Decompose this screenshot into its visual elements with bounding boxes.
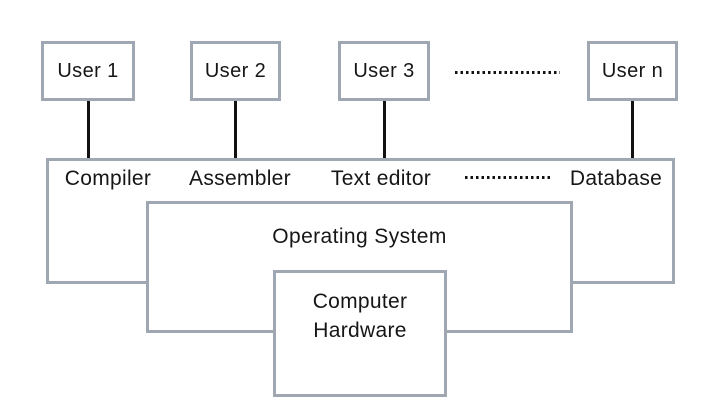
user-2-connector-line <box>234 101 237 158</box>
user-2-box: User 2 <box>190 41 281 101</box>
user-3-connector-line <box>383 101 386 158</box>
user-2-label: User 2 <box>204 59 267 82</box>
user-n-connector-line <box>631 101 634 158</box>
computer-hardware-box: Computer Hardware <box>273 270 447 397</box>
user-3-box: User 3 <box>338 41 430 101</box>
programs-ellipsis-dotted-line <box>465 176 553 179</box>
user-1-box: User 1 <box>41 41 135 101</box>
user-1-label: User 1 <box>57 59 119 82</box>
user-1-connector-line <box>87 101 90 158</box>
text-editor-label: Text editor <box>330 167 432 190</box>
assembler-label: Assembler <box>189 167 291 190</box>
computer-hardware-label: Computer Hardware <box>312 290 408 342</box>
user-3-label: User 3 <box>353 59 415 82</box>
compiler-label: Compiler <box>64 167 152 190</box>
users-ellipsis-dotted-line <box>455 71 560 74</box>
database-label: Database <box>569 167 663 190</box>
user-n-box: User n <box>587 41 678 101</box>
user-n-label: User n <box>601 59 664 82</box>
operating-system-label: Operating System <box>272 225 447 248</box>
